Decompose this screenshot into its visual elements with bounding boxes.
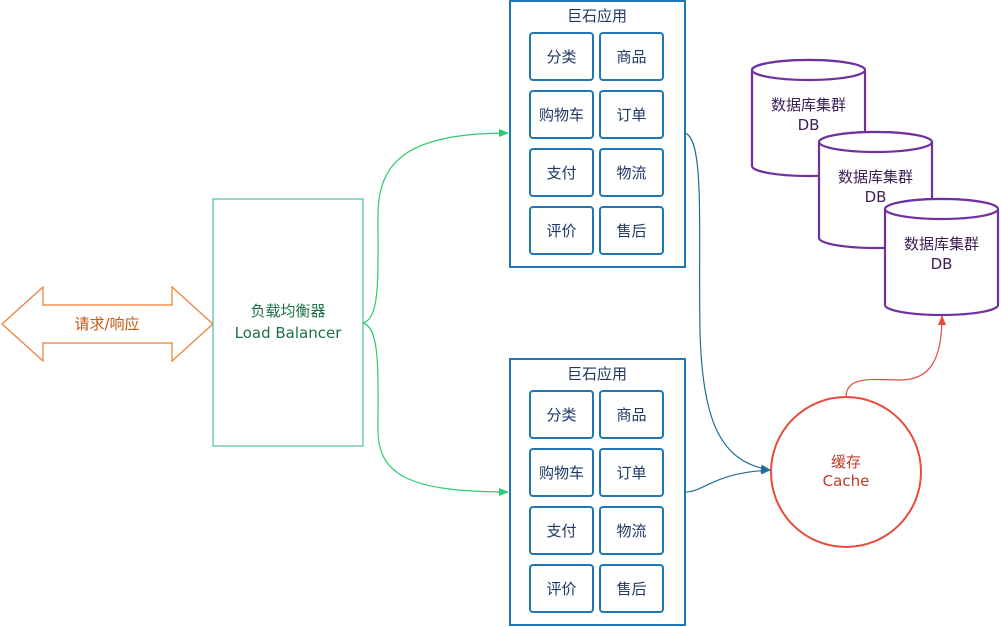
database-cylinder-3: 数据库集群 DB [883,197,1000,317]
module-box: 购物车 [529,90,594,139]
module-frame [529,390,594,439]
module-box: 购物车 [529,448,594,497]
module-label: 商品 [616,48,646,66]
module-box: 支付 [529,506,594,555]
request-response-arrow: 请求/响应 [1,285,214,363]
lb-to-monolith-bottom-edge [362,322,509,496]
module-box: 订单 [599,448,664,497]
monolith-apps: 巨石应用分类商品购物车订单支付物流评价售后巨石应用分类商品购物车订单支付物流评价… [509,0,686,626]
module-label: 评价 [546,580,576,598]
monolith-title: 巨石应用 [567,365,627,383]
module-label: 订单 [616,106,646,124]
module-frame [599,564,664,613]
database-label-cn: 数据库集群 [904,235,979,253]
database-label-cn: 数据库集群 [838,168,913,186]
module-frame [529,32,594,81]
database-label-cn: 数据库集群 [771,96,846,114]
module-box: 分类 [529,390,594,439]
module-frame [599,506,664,555]
monolith-bottom-to-cache-edge [684,466,771,493]
module-label: 支付 [546,522,576,540]
module-frame [529,206,594,255]
database-label-en: DB [931,255,953,273]
module-label: 评价 [546,222,576,240]
database-label-en: DB [798,116,820,134]
module-frame [529,90,594,139]
module-label: 商品 [616,406,646,424]
module-box: 售后 [599,206,664,255]
cylinder-top [817,130,934,154]
module-box: 售后 [599,564,664,613]
module-label: 售后 [616,222,646,240]
module-frame [599,148,664,197]
module-frame [529,448,594,497]
module-box: 商品 [599,32,664,81]
module-label: 购物车 [539,464,584,482]
module-box: 订单 [599,90,664,139]
module-label: 支付 [546,164,576,182]
module-frame [529,506,594,555]
module-frame [599,206,664,255]
database-label-en: DB [865,188,887,206]
load-balancer-label-en: Load Balancer [235,324,343,342]
request-response-label: 请求/响应 [74,315,139,333]
cache-label-en: Cache [823,472,870,490]
load-balancer-box [212,198,364,447]
module-frame [599,390,664,439]
module-box: 分类 [529,32,594,81]
module-box: 物流 [599,148,664,197]
module-box: 商品 [599,390,664,439]
load-balancer-label-cn: 负载均衡器 [250,302,325,320]
module-label: 售后 [616,580,646,598]
cache-node: 缓存 Cache [770,396,922,548]
module-frame [599,32,664,81]
module-frame [599,448,664,497]
cylinder-top [750,58,867,82]
module-frame [529,148,594,197]
cache-to-db-edge [845,315,946,398]
lb-to-monolith-top-edge [362,129,509,324]
module-label: 分类 [546,48,576,66]
cache-label-cn: 缓存 [831,453,861,471]
module-frame [529,564,594,613]
monolith-title: 巨石应用 [567,7,627,25]
module-box: 物流 [599,506,664,555]
module-label: 物流 [616,164,646,182]
module-box: 评价 [529,206,594,255]
monolith-top-to-cache-edge [684,132,771,473]
module-box: 评价 [529,564,594,613]
cylinder-top [883,197,1000,221]
database-cluster: 数据库集群 DB 数据库集群 DB 数据库集群 DB [750,58,1000,317]
module-label: 分类 [546,406,576,424]
load-balancer-node: 负载均衡器 Load Balancer [212,198,364,447]
module-label: 物流 [616,522,646,540]
module-label: 订单 [616,464,646,482]
module-label: 购物车 [539,106,584,124]
module-box: 支付 [529,148,594,197]
module-frame [599,90,664,139]
